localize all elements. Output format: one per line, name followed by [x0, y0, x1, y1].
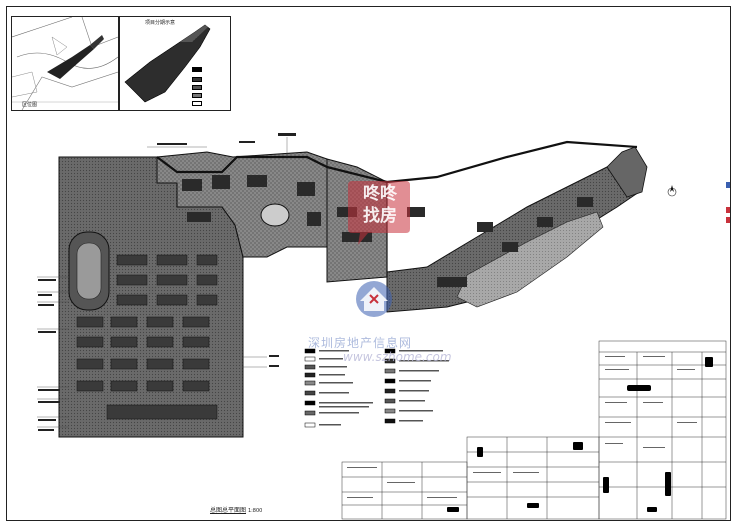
plan-title: 总图总平面图 1:800 [210, 505, 262, 514]
location-map [11, 16, 119, 111]
plan-scale: 1:800 [247, 508, 263, 514]
phasing-diagram [124, 24, 211, 103]
edge-marker [726, 217, 730, 223]
phasing-title: 项目分期示意 [145, 20, 176, 26]
watermark-url: www.szhome.com [343, 350, 452, 364]
watermark-badge-icon [348, 181, 410, 245]
watermark-house-icon [356, 281, 392, 317]
plan-title-text: 总图总平面图 [210, 507, 247, 514]
watermark-site-name: 深圳房地产信息网 [308, 336, 413, 350]
phasing-inset: 项目分期示意 [119, 16, 231, 111]
edge-marker [726, 207, 730, 213]
location-map-title: 区位图 [22, 102, 38, 108]
watermark-badge: 咚咚 找房 [344, 177, 414, 249]
watermark-badge-text: 咚咚 找房 [363, 184, 397, 226]
drawing-sheet: 区位图 项目分期示意 [6, 6, 731, 521]
edge-marker [726, 182, 730, 188]
site-plan [37, 133, 727, 520]
location-map-inset: 区位图 [11, 16, 119, 111]
